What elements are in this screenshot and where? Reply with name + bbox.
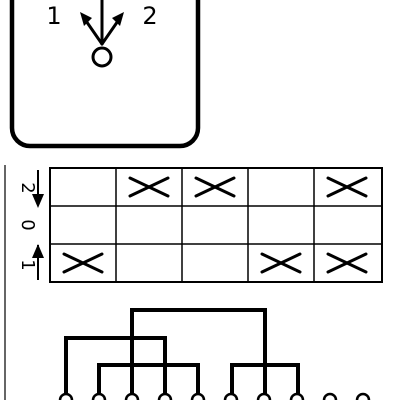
wire-outer-bridge [130,308,267,400]
switch-position-label-2: 2 [142,2,157,30]
terminal-5 [190,392,206,400]
switch-position-label-1: 1 [46,2,61,30]
terminal-row [58,392,371,400]
row-label-2: 2 [17,182,38,193]
contact-closed-cross-icon [128,176,170,198]
terminal-8 [289,392,305,400]
terminal-3 [124,392,140,400]
terminal-4 [157,392,173,400]
contact-cross-marks [62,176,368,274]
switch-symbol-frame [9,0,201,149]
contact-closed-cross-icon [326,252,368,274]
wire-left-inner [97,363,200,400]
row-label-0: 0 [17,219,38,230]
terminal-2 [91,392,107,400]
wire-right-group [230,363,300,400]
wire-left-group [64,336,167,400]
wiring-lines [64,308,300,400]
contact-table-frame [49,167,383,283]
contact-closed-cross-icon [62,252,104,274]
arrow-down-icon [32,170,44,208]
switch-knob-icon [80,0,124,68]
terminal-9 [322,392,338,400]
terminal-6 [223,392,239,400]
contact-table-grid [49,167,383,283]
position-labels: 2 0 1 [17,170,44,280]
terminal-1 [58,392,74,400]
contact-closed-cross-icon [326,176,368,198]
switch-symbol: 1 2 [9,0,201,149]
terminal-10 [355,392,371,400]
contact-closed-cross-icon [194,176,236,198]
row-label-1: 1 [17,259,38,270]
arrow-up-icon [32,244,44,280]
terminal-7 [256,392,272,400]
contact-closed-cross-icon [260,252,302,274]
